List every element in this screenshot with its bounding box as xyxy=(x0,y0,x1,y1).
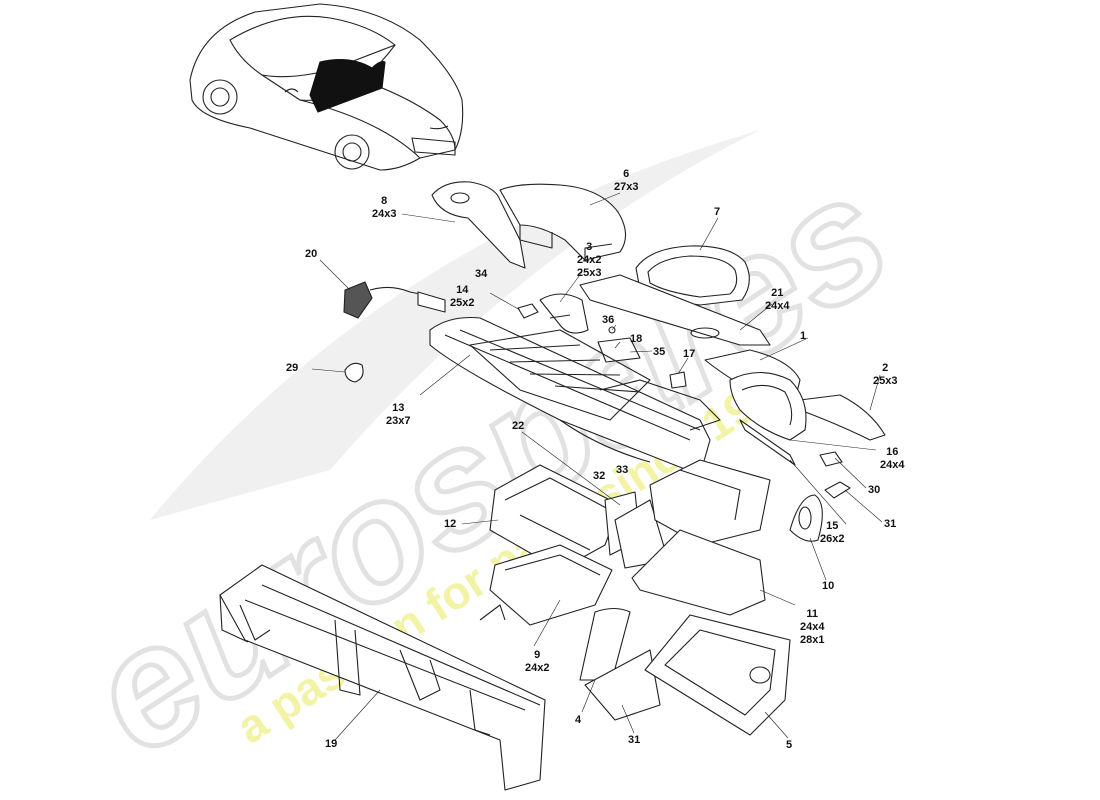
part-9-glovebox-door xyxy=(479,544,613,626)
label-part-1: 1 xyxy=(800,330,807,342)
label-part-34: 34 xyxy=(475,268,488,280)
label-part-12: 12 xyxy=(444,518,457,530)
label-part-33: 33 xyxy=(616,464,629,476)
label-part-10: 10 xyxy=(822,580,835,592)
label-part-19: 19 xyxy=(325,738,338,750)
label-part-22: 22 xyxy=(512,420,525,432)
car-illustration xyxy=(189,3,464,171)
part-5-floor-tray xyxy=(644,614,791,736)
label-part-32: 32 xyxy=(593,470,606,482)
part-2-side-panel xyxy=(799,394,886,441)
leader-lines xyxy=(311,192,883,741)
label-part-29: 29 xyxy=(286,362,299,374)
label-part-31-lower: 31 xyxy=(628,734,641,746)
part-10-vent xyxy=(789,494,823,542)
part-29-grommet xyxy=(344,362,364,383)
part-16-instrument-surround xyxy=(729,372,807,441)
part-4-bracket xyxy=(579,607,631,681)
part-34-clip xyxy=(517,303,539,319)
label-part-36: 36 xyxy=(602,314,615,326)
part-31-clip xyxy=(824,481,851,499)
part-17-clip xyxy=(669,371,687,389)
label-part-4: 4 xyxy=(575,714,582,726)
part-30-clip xyxy=(819,451,843,467)
label-part-18: 18 xyxy=(630,333,643,345)
part-7-binnacle-cover xyxy=(635,245,750,306)
label-part-20: 20 xyxy=(305,248,318,260)
label-part-35: 35 xyxy=(653,346,666,358)
part-21-top-panel xyxy=(579,274,771,346)
label-part-30: 30 xyxy=(868,484,881,496)
part-11-lower-panel xyxy=(631,529,766,616)
part-18-switch-panel xyxy=(597,337,641,363)
part-3-bracket xyxy=(539,293,589,334)
label-part-5: 5 xyxy=(786,739,793,751)
label-part-7: 7 xyxy=(714,206,721,218)
part-19-cross-beam xyxy=(219,564,546,791)
part-31-lower-trim xyxy=(584,649,661,721)
label-part-17: 17 xyxy=(683,348,696,360)
label-part-31-upper: 31 xyxy=(884,518,897,530)
part-12-glovebox xyxy=(489,464,621,571)
part-20-switch xyxy=(343,281,446,319)
center-lower-console xyxy=(649,459,771,546)
part-8-upper-trim xyxy=(431,181,526,269)
part-13-dashboard-frame xyxy=(429,316,721,476)
part-15-trim xyxy=(739,419,796,466)
